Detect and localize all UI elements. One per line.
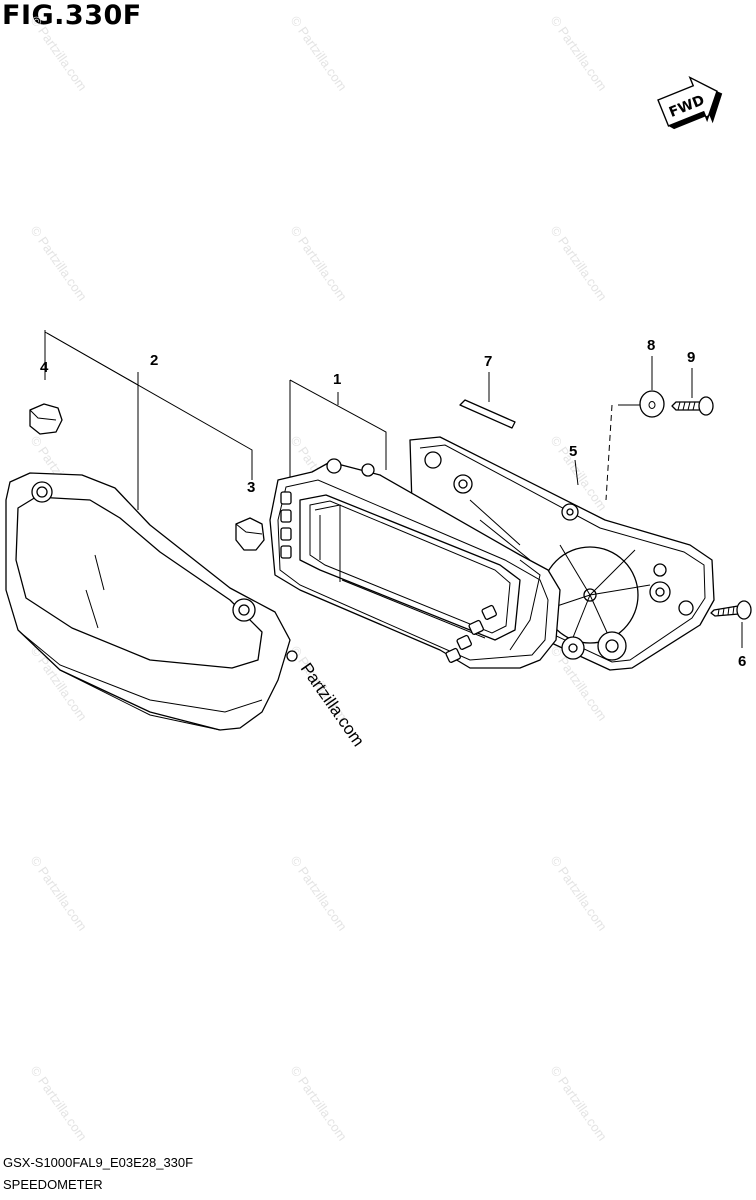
meter-assembly-part-1 xyxy=(269,458,561,669)
watermark-text: © Partzilla.com xyxy=(288,13,351,93)
cushion-part-3 xyxy=(235,517,265,551)
meter-cover-part-2 xyxy=(5,472,298,731)
callout-5: 5 xyxy=(569,443,577,460)
model-code: GSX-S1000FAL9_E03E28_330F xyxy=(3,1155,194,1170)
rear-case-part-5 xyxy=(409,436,715,671)
washer-part-8 xyxy=(639,390,665,418)
assembly-name: SPEEDOMETER xyxy=(3,1177,103,1192)
pad-strip-part-7 xyxy=(459,399,516,429)
figure-title: FIG.330F xyxy=(2,0,142,31)
callout-1: 1 xyxy=(333,371,341,388)
watermark-text: © Partzilla.com xyxy=(548,1063,611,1143)
watermark-text: © Partzilla.com xyxy=(288,1063,351,1143)
callout-6: 6 xyxy=(738,653,746,670)
cushion-part-4 xyxy=(29,403,63,435)
watermark-text: © Partzilla.com xyxy=(28,1063,91,1143)
watermark-text: © Partzilla.com xyxy=(288,853,351,933)
watermark-text: © Partzilla.com xyxy=(28,13,91,93)
screw-part-9 xyxy=(671,396,714,416)
callout-9: 9 xyxy=(687,349,695,366)
screw-part-6 xyxy=(710,600,752,620)
watermark-text: © Partzilla.com xyxy=(548,13,611,93)
watermark-text: © Partzilla.com xyxy=(28,223,91,303)
watermark-text: © Partzilla.com xyxy=(548,853,611,933)
watermark-text: © Partzilla.com xyxy=(548,223,611,303)
leader-lines xyxy=(44,330,743,648)
center-watermark: Partzilla.com xyxy=(297,659,368,750)
watermark-text: © Partzilla.com xyxy=(28,853,91,933)
callout-2: 2 xyxy=(150,352,158,369)
watermark-text: © Partzilla.com xyxy=(288,223,351,303)
callout-3: 3 xyxy=(247,479,255,496)
callout-8: 8 xyxy=(647,337,655,354)
callout-7: 7 xyxy=(484,353,492,370)
fwd-arrow-icon: FWD xyxy=(657,75,723,130)
callout-4: 4 xyxy=(40,359,49,376)
